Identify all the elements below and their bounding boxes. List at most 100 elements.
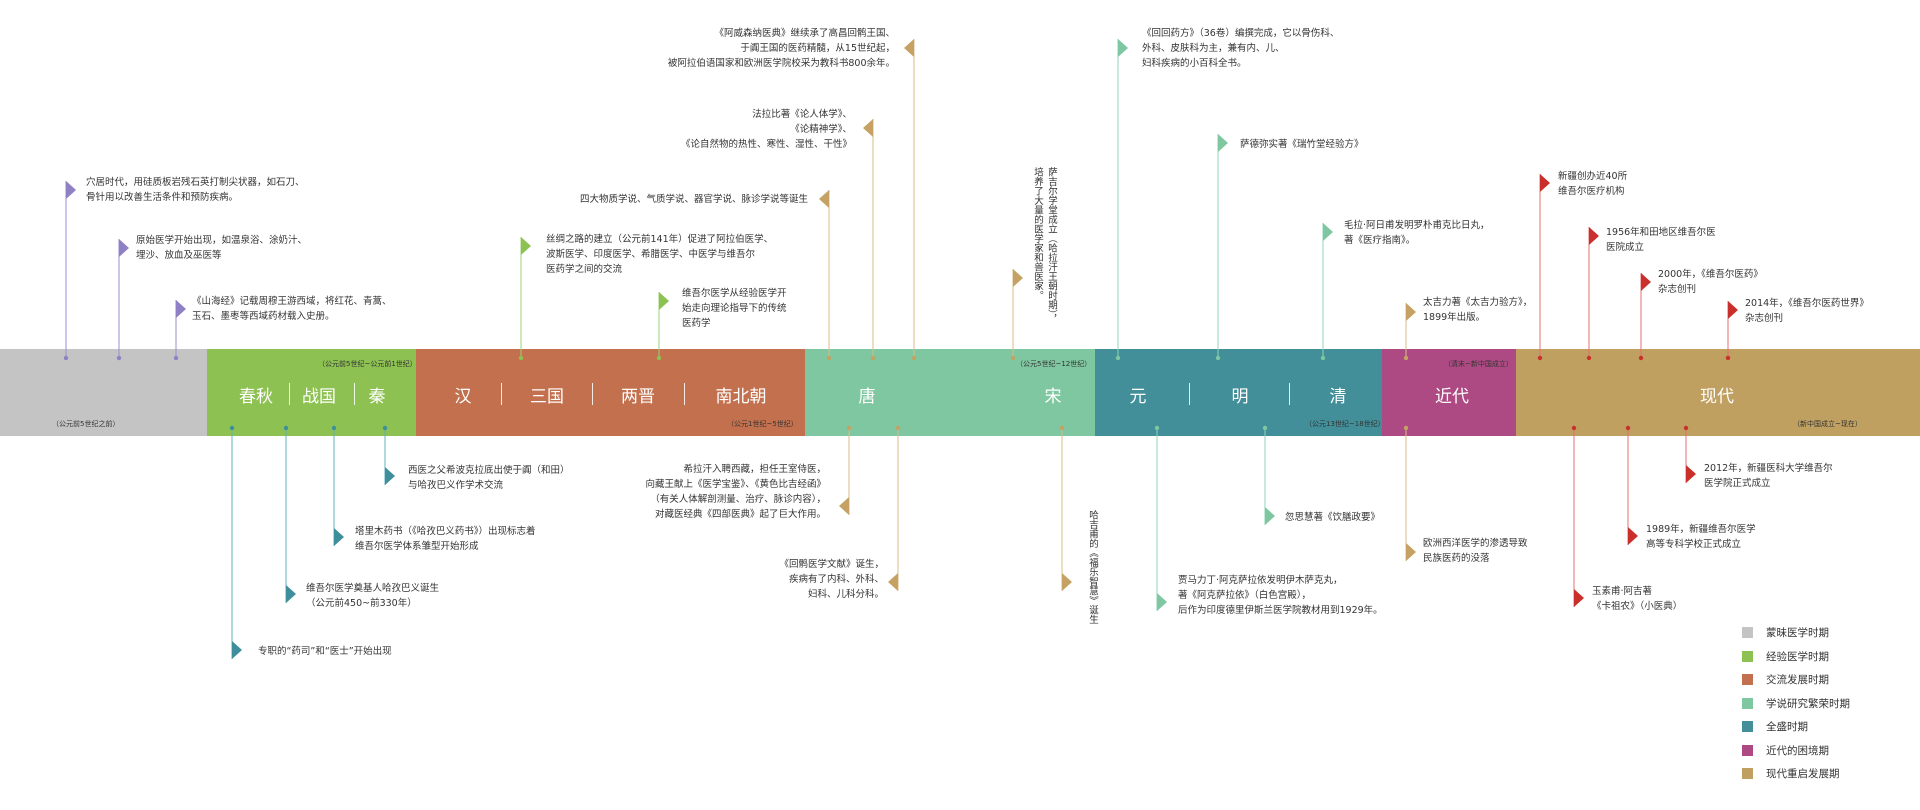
event-dot — [1115, 355, 1121, 361]
era-segment-mengmei — [0, 349, 207, 436]
period-range-label: （清末~新中国成立） — [1444, 360, 1513, 368]
legend-label: 经验医学时期 — [1766, 650, 1829, 663]
event-text-line: 维吾尔医学奠基人哈孜巴义诞生 — [306, 583, 440, 594]
event-flag — [839, 497, 849, 515]
event-flag — [1589, 227, 1599, 245]
event-text-line: 波斯医学、印度医学、希腊医学、中医学与维吾尔 — [546, 249, 756, 260]
event-dot — [229, 425, 235, 431]
event-text: 1956年和田地区维吾尔医医院成立 — [1606, 225, 1716, 255]
dynasty-label: 现代 — [1700, 387, 1734, 407]
event-text-line: 民族医药的没落 — [1423, 553, 1490, 564]
event-flag — [232, 641, 242, 659]
event-text-line: 1899年出版。 — [1423, 312, 1486, 323]
event-dot — [1403, 355, 1409, 361]
dynasty-label: 近代 — [1435, 387, 1469, 407]
event-dot — [1059, 425, 1065, 431]
event-text: 贾马力丁·阿克萨拉依发明伊木萨克丸，著《阿克萨拉依》（白色宫殿），后作为印度德里… — [1178, 573, 1383, 618]
event-text-line: 被阿拉伯语国家和欧洲医学院校采为教科书800余年。 — [667, 58, 895, 69]
event-text-line: 《回鹘医学文献》诞生， — [779, 559, 884, 570]
period-range-label: （公元前5世纪~公元前1世纪） — [318, 360, 417, 368]
period-range-label: （公元5世纪~12世纪） — [1016, 360, 1092, 368]
event-text: 塔里木药书（《哈孜巴义药书》）出现标志着维吾尔医学体系雏型开始形成 — [355, 524, 536, 554]
event-text-line: 萨吉尔学堂成立（哈拉汗王朝时期）， — [1046, 167, 1057, 324]
event-dot — [116, 355, 122, 361]
event-text-line: 欧洲西洋医学的渗透导致 — [1423, 538, 1528, 549]
event-dot — [331, 425, 337, 431]
event-text-line: 著《阿克萨拉依》（白色宫殿）， — [1178, 590, 1312, 601]
event-text-line: 塔里木药书（《哈孜巴义药书》）出现标志着 — [355, 526, 536, 537]
event-flag — [904, 39, 914, 57]
event-flag — [888, 573, 898, 591]
event-text: 萨吉尔学堂成立（哈拉汗王朝时期），培养了大量的医学家和兽医家。 — [1030, 167, 1058, 324]
dynasty-label: 宋 — [1044, 387, 1062, 407]
event-flag — [1641, 273, 1651, 291]
event-text-line: 维吾尔医疗机构 — [1558, 186, 1625, 197]
event-dot — [1262, 425, 1268, 431]
dynasty-label: 战国 — [302, 387, 336, 407]
legend-label: 学说研究繁荣时期 — [1766, 697, 1850, 710]
event-text-line: 2000年，《维吾尔医药》 — [1658, 269, 1763, 280]
event-dot — [656, 355, 662, 361]
event-text-line: 《卡祖农》（小医典） — [1592, 601, 1683, 612]
event-flag — [1728, 301, 1738, 319]
dynasty-divider — [354, 383, 355, 405]
event-text-line: 于阗王国的医药精髓，从15世纪起， — [740, 43, 895, 54]
event-text-line: 培养了大量的医学家和兽医家。 — [1032, 167, 1043, 300]
era-segment-xiandai — [1516, 349, 1920, 436]
event-text-line: 希拉汗入聘西藏，担任王室侍医， — [683, 464, 826, 475]
event-text-line: 医院成立 — [1606, 242, 1645, 253]
period-range-label: （新中国成立~现在） — [1793, 420, 1862, 428]
event-text-line: 医学院正式成立 — [1704, 478, 1771, 489]
event-text-line: 《阿威森纳医典》继续承了高昌回鹘王国、 — [714, 28, 895, 39]
event-text-line: 《论自然物的热性、寒性、湿性、干性》 — [680, 139, 852, 150]
event-flag — [1406, 543, 1416, 561]
legend-swatch — [1742, 697, 1753, 709]
event-flag — [1628, 527, 1638, 545]
event-text-line: 与哈孜巴义作学术交流 — [408, 480, 504, 491]
event-text: 穴居时代，用硅质板岩残石英打制尖状器，如石刀、骨针用以改善生活条件和预防疾病。 — [86, 175, 305, 205]
event-flag — [1540, 174, 1550, 192]
event-dot — [1571, 425, 1577, 431]
event-dot — [173, 355, 179, 361]
era-segment-kunjing — [1382, 349, 1516, 436]
event-text: 法拉比著《论人体学》、《论精神学》、《论自然物的热性、寒性、湿性、干性》 — [681, 107, 852, 152]
event-dot — [1725, 355, 1731, 361]
legend-label: 蒙昧医学时期 — [1766, 627, 1829, 639]
event-text-line: 忽思慧著《饮膳政要》 — [1285, 512, 1381, 523]
period-range-label: （公元13世纪~18世纪） — [1305, 420, 1385, 428]
event-text-line: 对藏医经典《四部医典》起了巨大作用。 — [654, 509, 826, 520]
event-dot — [1683, 425, 1689, 431]
event-text-line: 玉素甫·阿吉著 — [1592, 586, 1653, 597]
event-text: 西医之父希波克拉底出使于阗（和田）与哈孜巴义作学术交流 — [408, 463, 570, 493]
event-text-line: 埋沙、放血及巫医等 — [136, 250, 222, 261]
dynasty-label: 春秋 — [239, 387, 273, 407]
event-dot — [870, 355, 876, 361]
event-text-line: 1989年，新疆维吾尔医学 — [1646, 524, 1756, 535]
event-dot — [1638, 355, 1644, 361]
dynasty-label: 秦 — [368, 387, 386, 407]
event-flag — [385, 467, 395, 485]
event-flag — [863, 119, 873, 137]
event-text: 维吾尔医学奠基人哈孜巴义诞生（公元前450~前330年） — [306, 581, 439, 611]
period-range-label: （公元1世纪~5世纪） — [727, 420, 798, 428]
dynasty-label: 两晋 — [621, 387, 655, 407]
legend-label: 交流发展时期 — [1766, 674, 1829, 686]
event-text: 毛拉·阿日甫发明罗朴甫克比日丸，著《医疗指南》。 — [1344, 218, 1490, 248]
event-text: 丝绸之路的建立（公元前141年）促进了阿拉伯医学、波斯医学、印度医学、希腊医学、… — [546, 232, 773, 277]
event-dot — [1215, 355, 1221, 361]
event-flag — [1013, 269, 1023, 287]
dynasty-label: 元 — [1129, 387, 1147, 407]
event-text-line: 原始医学开始出现，如温泉浴、涂奶汁、 — [136, 235, 308, 246]
event-text-line: 玉石、墨枣等西域药材载入史册。 — [192, 311, 335, 322]
event-dot — [1403, 425, 1409, 431]
event-flag — [1323, 223, 1333, 241]
event-flag — [1686, 465, 1696, 483]
event-dot — [283, 425, 289, 431]
event-dot — [911, 355, 917, 361]
event-text-line: 哈吉甫的《福乐智慧》诞生 — [1087, 510, 1098, 624]
event-text-line: 医药学之间的交流 — [546, 264, 623, 275]
legend-swatch — [1742, 768, 1753, 779]
